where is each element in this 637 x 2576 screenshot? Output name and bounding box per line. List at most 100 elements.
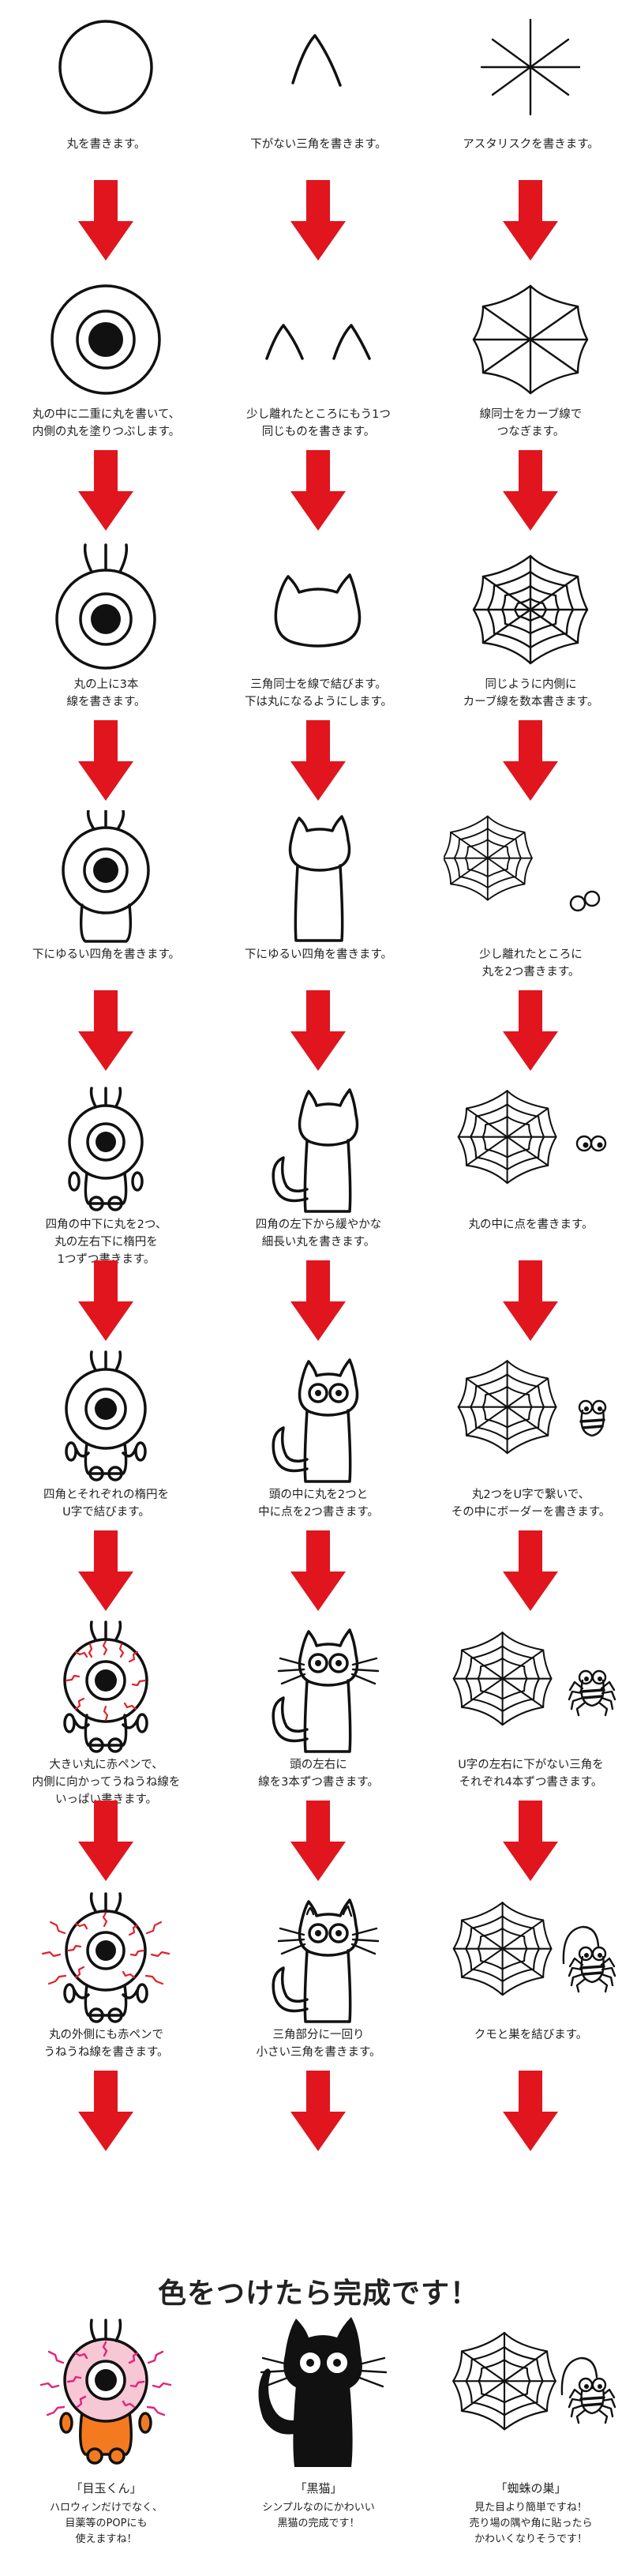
step-caption: 四角とそれぞれの楕円を U字で結びます。 (43, 1489, 170, 1519)
down-arrow-icon (78, 1260, 133, 1341)
cat-step-7-illustration (272, 1628, 380, 1753)
web-final-illustration (452, 2331, 616, 2431)
final-web: 「蜘蛛の巣」 見た目より簡単ですね！ 売り場の隅や角に貼ったら かわいくなりそう… (425, 2314, 637, 2567)
web-step-4-illustration (444, 815, 601, 912)
step-caption: 四角の中下に丸を2つ、 丸の左右下に楕円を 1つずつ書きます。 (45, 1219, 167, 1266)
down-arrow-icon (78, 990, 133, 1071)
eyeball-step-8: 丸の外側にも赤ペンで うねうね線を書きます。 (0, 1891, 212, 2161)
eyeball-step-6-illustration (65, 1350, 147, 1481)
web-step-7-illustration (452, 1632, 616, 1726)
final-item-name: 「黒猫」 (294, 2481, 343, 2495)
step-caption: 丸2つをU字で繋いで、 その中にボーダーを書きます。 (451, 1489, 611, 1519)
down-arrow-icon (503, 1530, 558, 1611)
step-caption: 三角同士を線で結びます。 下は丸になるようにします。 (244, 678, 393, 708)
step-caption: 少し離れたところにもう1つ 同じものを書きます。 (246, 408, 391, 438)
down-arrow-icon (503, 1260, 558, 1341)
down-arrow-icon (290, 1260, 346, 1341)
eyeball-column: 丸を書きます。 丸の中に二重に丸を書いて、 内側の丸を塗りつぶします。 丸の上に… (0, 0, 212, 2576)
step-caption: 丸の外側にも赤ペンで うねうね線を書きます。 (43, 2029, 169, 2059)
cat-step-5: 四角の左下から緩やかな 細長い丸を書きます。 (212, 1080, 425, 1350)
step-caption: アスタリスクを書きます。 (463, 138, 599, 151)
down-arrow-icon (290, 180, 346, 261)
cat-step-5-illustration (272, 1088, 359, 1213)
eyeball-step-1-illustration (58, 20, 153, 115)
eyeball-step-5-illustration (68, 1087, 144, 1211)
step-caption: 下にゆるい四角を書きます。 (32, 948, 181, 961)
step-caption: 少し離れたところに 丸を2つ書きます。 (479, 948, 583, 978)
step-caption: U字の左右に下がない三角を それぞれ4本ずつ書きます。 (458, 1759, 604, 1789)
down-arrow-icon (78, 450, 133, 531)
eyeball-step-5: 四角の中下に丸を2つ、 丸の左右下に楕円を 1つずつ書きます。 (0, 1080, 212, 1350)
down-arrow-icon (503, 180, 558, 261)
web-step-5: 丸の中に点を書きます。 (425, 1080, 637, 1350)
web-step-1: アスタリスクを書きます。 (425, 0, 637, 270)
step-caption: 下がない三角を書きます。 (250, 138, 387, 151)
cat-step-3-illustration (274, 573, 362, 648)
down-arrow-icon (503, 450, 558, 531)
step-caption: 同じように内側に カーブ線を数本書きます。 (463, 678, 599, 708)
eyeball-step-6: 四角とそれぞれの楕円を U字で結びます。 (0, 1350, 212, 1620)
web-step-6: 丸2つをU字で繋いで、 その中にボーダーを書きます。 (425, 1350, 637, 1620)
eyeball-step-3: 丸の上に3本 線を書きます。 (0, 540, 212, 810)
step-caption: 下にゆるい四角を書きます。 (244, 948, 393, 961)
step-caption: 頭の左右に 線を3本ずつ書きます。 (258, 1759, 379, 1789)
web-step-5-illustration (457, 1090, 607, 1185)
cat-step-6-illustration (272, 1358, 359, 1483)
web-step-2: 線同士をカーブ線で つなぎます。 (425, 270, 637, 540)
step-caption: 大きい丸に赤ペンで、 内側に向かってうねうね線を いっぱい書きます。 (32, 1759, 181, 1806)
cat-step-4: 下にゆるい四角を書きます。 (212, 810, 425, 1080)
cat-step-6: 頭の中に丸を2つと 中に点を2つ書きます。 (212, 1350, 425, 1620)
web-step-7: U字の左右に下がない三角を それぞれ4本ずつ書きます。 (425, 1620, 637, 1891)
step-caption: クモと巣を結びます。 (474, 2029, 588, 2041)
down-arrow-icon (78, 1801, 133, 1881)
step-caption: 三角部分に一回り 小さい三角を書きます。 (256, 2029, 381, 2059)
eyeball-step-7: 大きい丸に赤ペンで、 内側に向かってうねうね線を いっぱい書きます。 (0, 1620, 212, 1891)
eyeball-step-2: 丸の中に二重に丸を書いて、 内側の丸を塗りつぶします。 (0, 270, 212, 540)
final-item-name: 「目玉くん」 (70, 2481, 142, 2495)
web-step-4: 少し離れたところに 丸を2つ書きます。 (425, 810, 637, 1080)
down-arrow-icon (78, 180, 133, 261)
down-arrow-icon (78, 1530, 133, 1611)
eyeball-step-7-illustration (63, 1620, 148, 1753)
web-step-2-illustration (472, 284, 589, 395)
eyeball-step-2-illustration (51, 284, 161, 395)
cat-step-1: 下がない三角を書きます。 (212, 0, 425, 270)
eyeball-step-4: 下にゆるい四角を書きます。 (0, 810, 212, 1080)
step-caption: 四角の左下から緩やかな 細長い丸を書きます。 (255, 1219, 382, 1249)
step-caption: 丸の中に点を書きます。 (468, 1219, 594, 1231)
down-arrow-icon (290, 1530, 346, 1611)
final-item-description: ハロウィンだけでなく、 目薬等のPOPにも 使えますね！ (49, 2502, 163, 2545)
web-column: アスタリスクを書きます。 線同士をカーブ線で つなぎます。 同じように内側に カ… (425, 0, 637, 2576)
web-step-3-illustration (472, 554, 589, 665)
cat-step-1-illustration (291, 34, 342, 87)
down-arrow-icon (503, 2071, 558, 2151)
cat-step-4-illustration (288, 815, 351, 942)
eyeball-step-1: 丸を書きます。 (0, 0, 212, 270)
down-arrow-icon (78, 2071, 133, 2151)
cat-step-8: 三角部分に一回り 小さい三角を書きます。 (212, 1891, 425, 2161)
eyeball-step-4-illustration (62, 810, 150, 943)
step-caption: 丸を書きます。 (66, 138, 146, 151)
cat-column: 下がない三角を書きます。 少し離れたところにもう1つ 同じものを書きます。 三角… (212, 0, 425, 2576)
eyeball-step-3-illustration (55, 543, 156, 670)
step-caption: 丸の中に二重に丸を書いて、 内側の丸を塗りつぶします。 (32, 408, 181, 438)
web-step-8: クモと巣を結びます。 (425, 1891, 637, 2161)
cat-final-illustration (258, 2317, 388, 2467)
final-eyeball: 「目玉くん」 ハロウィンだけでなく、 目薬等のPOPにも 使えますね！ (0, 2314, 212, 2567)
cat-step-7: 頭の左右に 線を3本ずつ書きます。 (212, 1620, 425, 1891)
step-caption: 頭の中に丸を2つと 中に点を2つ書きます。 (258, 1489, 379, 1519)
down-arrow-icon (290, 2071, 346, 2151)
web-step-1-illustration (480, 18, 581, 116)
cat-step-2-illustration (265, 324, 371, 360)
down-arrow-icon (503, 720, 558, 801)
step-caption: 丸の上に3本 線を書きます。 (66, 678, 146, 708)
final-item-description: シンプルなのにかわいい 黒猫の完成です！ (262, 2502, 375, 2529)
eyeball-final-illustration (39, 2319, 172, 2465)
down-arrow-icon (290, 1801, 346, 1881)
final-title: 色をつけたら完成です！ (157, 2277, 479, 2310)
eyeball-step-8-illustration (41, 1892, 170, 2023)
cat-step-3: 三角同士を線で結びます。 下は丸になるようにします。 (212, 540, 425, 810)
down-arrow-icon (290, 450, 346, 531)
web-step-3: 同じように内側に カーブ線を数本書きます。 (425, 540, 637, 810)
